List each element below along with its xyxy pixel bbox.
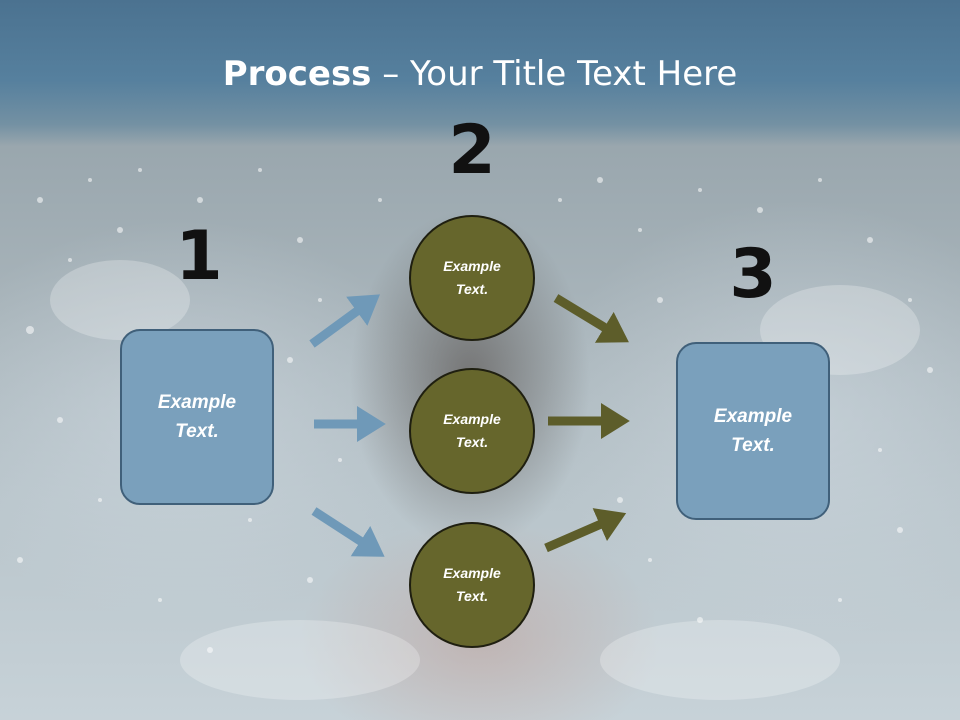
circle-bottom-text: Example Text.: [443, 565, 501, 604]
process-circle-bottom: Example Text.: [409, 522, 535, 648]
title-bar: [0, 0, 960, 146]
circle-middle-text: Example Text.: [443, 411, 501, 450]
arrow-top-to-right: [553, 294, 629, 343]
title-bold: Process: [222, 54, 372, 94]
arrow-left-to-top: [309, 294, 380, 348]
slide-title: Process – Your Title Text Here: [0, 52, 960, 96]
title-rest: – Your Title Text Here: [371, 54, 738, 94]
left-step-box: Example Text.: [120, 329, 274, 505]
step-number-1: 1: [175, 217, 223, 296]
left-box-text: Example Text.: [157, 392, 237, 442]
arrow-bottom-to-right: [544, 508, 627, 553]
step-number-3: 3: [729, 235, 777, 314]
circle-top-text: Example Text.: [443, 258, 501, 297]
right-box-text: Example Text.: [713, 406, 793, 456]
right-step-box: Example Text.: [676, 342, 830, 520]
step-number-2: 2: [448, 111, 496, 190]
process-circle-top: Example Text.: [409, 215, 535, 341]
arrow-left-to-bottom: [311, 507, 385, 557]
process-circle-middle: Example Text.: [409, 368, 535, 494]
